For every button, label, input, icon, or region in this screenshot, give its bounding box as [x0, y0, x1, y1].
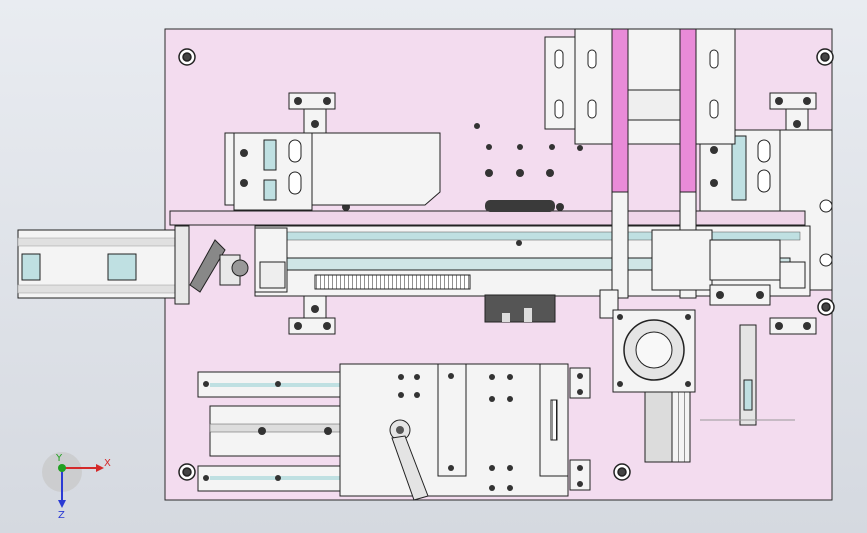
y-axis-label: Y: [55, 453, 63, 464]
bracket-top-left: [288, 92, 336, 134]
left-cylinder-mount: [224, 132, 441, 211]
vertical-gripper-assembly: [544, 28, 806, 299]
screw-holes: [282, 123, 583, 381]
bottom-center-module: [339, 363, 569, 501]
bottom-linear-slide: [197, 365, 354, 492]
rotary-actuator: [599, 289, 696, 463]
bracket-top-right: [769, 92, 817, 134]
slot-window: [484, 200, 556, 323]
bracket-mid-left: [288, 295, 336, 335]
z-axis-label: Z: [58, 510, 65, 521]
bracket-mid-right: [769, 317, 817, 335]
coordinate-triad: X Y Z: [42, 452, 111, 521]
bracket-bottom-right: [569, 367, 591, 491]
pneumatic-cylinder-left: [17, 225, 249, 305]
corner-holes: [178, 48, 835, 481]
x-axis-label: X: [104, 458, 111, 469]
small-right-actuator: [700, 284, 795, 426]
